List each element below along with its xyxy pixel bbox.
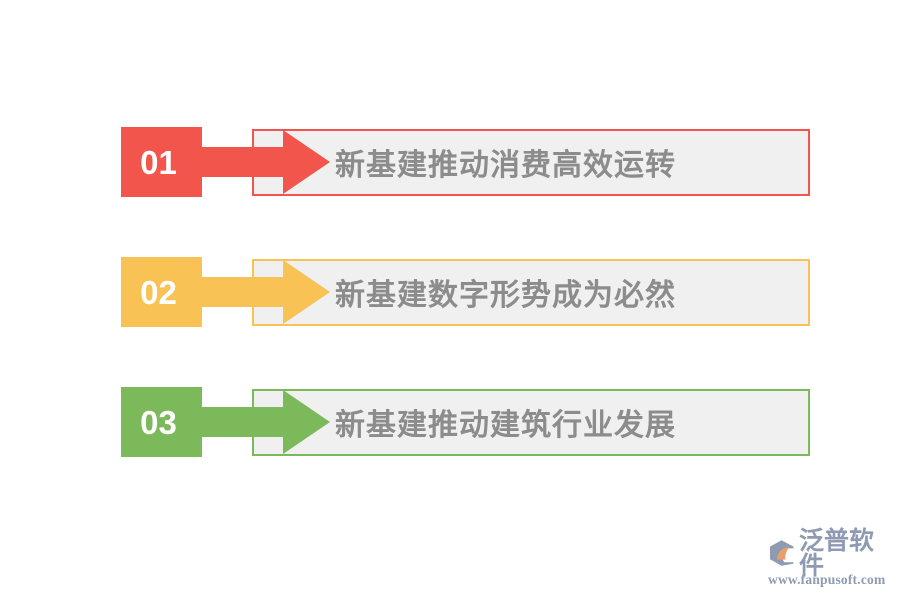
diagram-row: 03 新基建推动建筑行业发展 xyxy=(121,387,810,457)
step-number-label: 03 xyxy=(140,403,177,441)
brand-watermark: 泛普软件 www.fanpusoft.com xyxy=(766,528,890,588)
step-title: 新基建推动消费高效运转 xyxy=(335,148,676,183)
step-title: 新基建推动建筑行业发展 xyxy=(335,408,676,443)
step-panel xyxy=(252,259,810,326)
step-number-label: 02 xyxy=(140,273,177,311)
diagram-row: 02 新基建数字形势成为必然 xyxy=(121,257,810,327)
brand-name-label: 泛普软件 xyxy=(799,526,875,580)
diagram-row: 01 新基建推动消费高效运转 xyxy=(121,127,810,197)
step-panel xyxy=(252,389,810,456)
step-number-block: 03 xyxy=(121,387,202,457)
fanpu-logo-icon xyxy=(766,538,796,568)
brand-url-label: www.fanpusoft.com xyxy=(768,572,886,587)
step-title: 新基建数字形势成为必然 xyxy=(335,278,676,313)
step-number-block: 02 xyxy=(121,257,202,327)
step-number-label: 01 xyxy=(140,143,177,181)
step-panel xyxy=(252,129,810,196)
step-number-block: 01 xyxy=(121,127,202,197)
brand-lockup: 泛普软件 xyxy=(766,528,890,578)
